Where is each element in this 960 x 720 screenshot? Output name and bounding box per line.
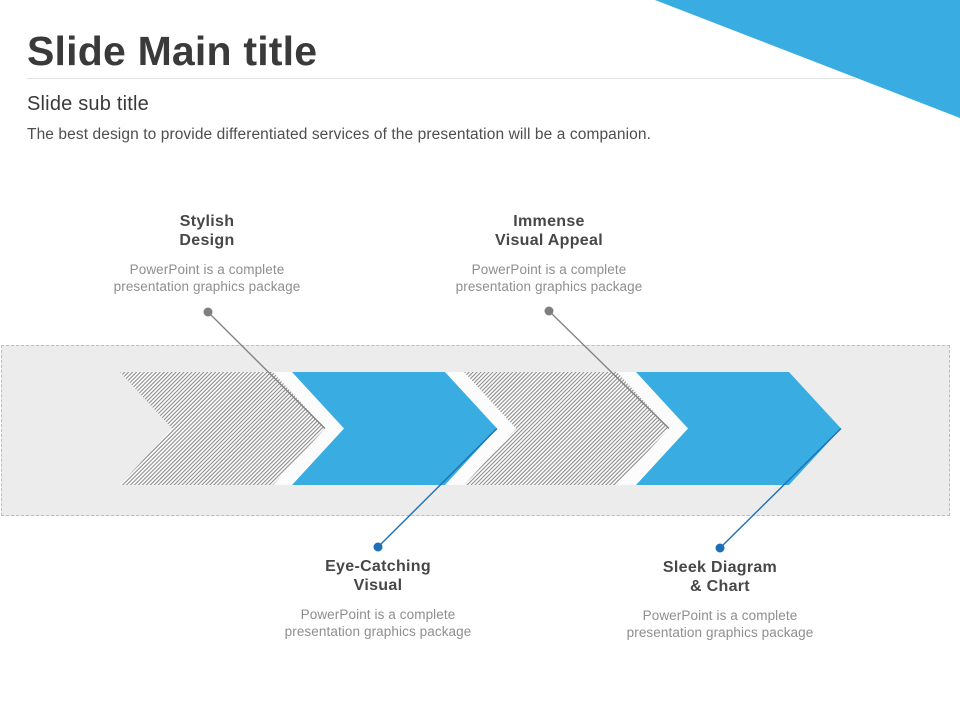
item-eye-catching-visual: Eye-Catching Visual PowerPoint is a comp… bbox=[285, 557, 472, 640]
item-description: PowerPoint is a complete presentation gr… bbox=[113, 262, 301, 294]
item-description: PowerPoint is a complete presentation gr… bbox=[284, 607, 472, 639]
connector-dot-eye-catching-visual bbox=[373, 542, 383, 552]
item-description: PowerPoint is a complete presentation gr… bbox=[626, 608, 814, 640]
item-description: PowerPoint is a complete presentation gr… bbox=[455, 262, 643, 294]
corner-accent-triangle bbox=[655, 0, 960, 118]
slide-description: The best design to provide differentiate… bbox=[27, 126, 652, 143]
item-title: Eye-Catching Visual bbox=[325, 558, 431, 594]
title-divider bbox=[27, 78, 856, 79]
item-stylish-design: Stylish Design PowerPoint is a complete … bbox=[114, 212, 301, 295]
slide-title: Slide Main title bbox=[27, 28, 318, 74]
connector-dot-immense-visual-appeal bbox=[544, 306, 554, 316]
item-sleek-diagram-chart: Sleek Diagram & Chart PowerPoint is a co… bbox=[627, 558, 814, 641]
chevron-diagram bbox=[120, 372, 841, 485]
item-title: Stylish Design bbox=[179, 213, 235, 249]
item-immense-visual-appeal: Immense Visual Appeal PowerPoint is a co… bbox=[456, 212, 643, 295]
slide-subtitle: Slide sub title bbox=[27, 93, 149, 115]
item-title: Sleek Diagram & Chart bbox=[662, 559, 778, 595]
connector-dot-stylish-design bbox=[203, 307, 213, 317]
connector-dot-sleek-diagram-chart bbox=[715, 543, 725, 553]
item-title: Immense Visual Appeal bbox=[495, 213, 603, 249]
